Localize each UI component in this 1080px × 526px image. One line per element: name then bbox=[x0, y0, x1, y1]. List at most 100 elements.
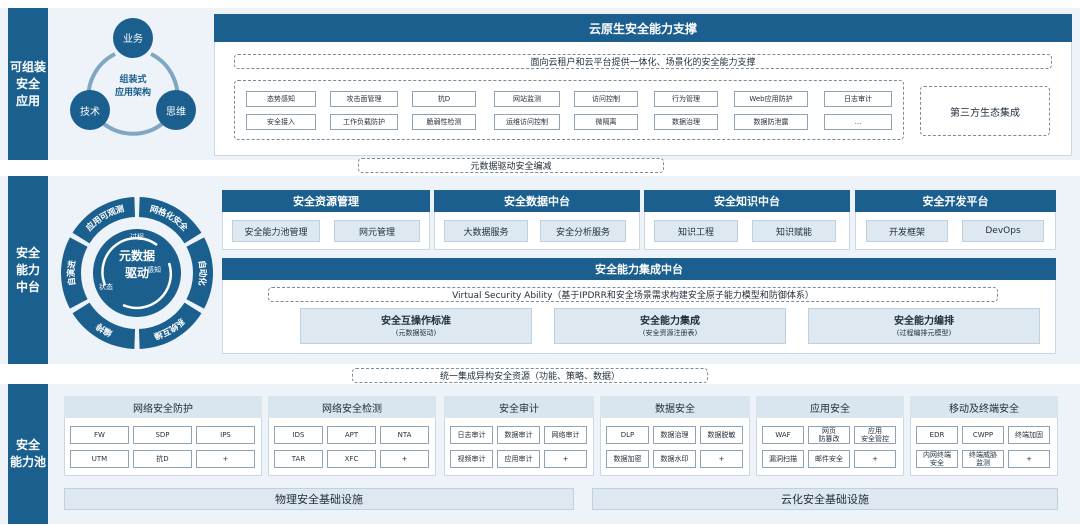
module-title: 数据安全 bbox=[600, 396, 750, 418]
module-title: 安全审计 bbox=[444, 396, 594, 418]
capability-chip: 微隔离 bbox=[574, 114, 638, 130]
platform-title: 安全开发平台 bbox=[855, 190, 1056, 212]
infra-cloud: 云化安全基础设施 bbox=[592, 488, 1058, 510]
module-item: 终端加固 bbox=[1008, 426, 1050, 444]
integration-box bbox=[808, 308, 1040, 344]
assembly-cycle bbox=[70, 18, 196, 136]
module-item: + bbox=[380, 450, 429, 468]
module-item: 数据水印 bbox=[653, 450, 696, 468]
ring-segment-label: 自演进 bbox=[65, 259, 77, 286]
cycle-node-thinking bbox=[156, 90, 196, 130]
module-item: 抗D bbox=[133, 450, 192, 468]
module-item: 日志审计 bbox=[450, 426, 493, 444]
ring-segment bbox=[60, 237, 88, 309]
integration-title: 安全能力集成中台 bbox=[222, 258, 1056, 280]
ring-center-label: 元数据 驱动 bbox=[118, 249, 155, 280]
module-item: 终端威胁 监测 bbox=[962, 450, 1004, 468]
module-item: 应用审计 bbox=[497, 450, 540, 468]
integration-box-sub: (元数据驱动) bbox=[395, 329, 437, 337]
module-item: 邮件安全 bbox=[808, 450, 850, 468]
capability-chip: 攻击面管理 bbox=[330, 91, 398, 107]
capability-chip: 数据治理 bbox=[654, 114, 718, 130]
module-item: 网络审计 bbox=[544, 426, 587, 444]
integration-box-title: 安全互操作标准 bbox=[381, 316, 451, 327]
module-item: IPS bbox=[196, 426, 255, 444]
module-item: + bbox=[196, 450, 255, 468]
cycle-node-technology bbox=[70, 90, 110, 130]
ring-segment bbox=[72, 302, 136, 349]
module-item: NTA bbox=[380, 426, 429, 444]
cycle-center-label: 组装式 应用架构 bbox=[114, 75, 151, 98]
ring-word-state: 状态 bbox=[99, 283, 113, 291]
integration-box-sub: (过程编排元模型) bbox=[896, 329, 952, 337]
integration-subtitle: Virtual Security Ability（基于IPDRR和安全场景需求构… bbox=[268, 287, 998, 302]
platform-item: 安全能力池管理 bbox=[232, 220, 320, 242]
capability-chip: 日志审计 bbox=[824, 91, 892, 107]
module-item: IDS bbox=[274, 426, 323, 444]
module-item: UTM bbox=[70, 450, 129, 468]
connector-unify: 统一集成异构安全资源（功能、策略、数据） bbox=[352, 368, 708, 383]
module-item: 视频审计 bbox=[450, 450, 493, 468]
platform-item: 知识赋能 bbox=[752, 220, 836, 242]
module-item: EDR bbox=[916, 426, 958, 444]
ring-segment-label: 自动化 bbox=[196, 260, 208, 287]
ring-segment bbox=[72, 197, 136, 244]
integration-box-sub: (安全资源注册表) bbox=[642, 329, 698, 337]
module-title: 网络安全检测 bbox=[268, 396, 436, 418]
platform-title: 安全资源管理 bbox=[222, 190, 430, 212]
module-item: 数据脱敏 bbox=[700, 426, 743, 444]
ring-segment bbox=[138, 197, 202, 244]
capability-chip: 抗D bbox=[412, 91, 476, 107]
module-item: DLP bbox=[606, 426, 649, 444]
module-title: 应用安全 bbox=[756, 396, 904, 418]
capability-chip: 网站监测 bbox=[494, 91, 560, 107]
ring-core bbox=[93, 229, 181, 317]
module-item: 应用 安全管控 bbox=[854, 426, 896, 444]
ring-arrow bbox=[101, 236, 158, 286]
module-item: + bbox=[1008, 450, 1050, 468]
capability-group bbox=[234, 80, 904, 140]
module-item: + bbox=[854, 450, 896, 468]
platform-item: 安全分析服务 bbox=[540, 220, 626, 242]
row-label-platform: 安全 能力 中台 bbox=[8, 176, 48, 364]
module-item: + bbox=[700, 450, 743, 468]
capability-chip: 脆弱性检测 bbox=[412, 114, 476, 130]
module-item: TAR bbox=[274, 450, 323, 468]
ring-segment bbox=[186, 237, 214, 309]
third-party-integration: 第三方生态集成 bbox=[920, 86, 1050, 136]
platform-item: 知识工程 bbox=[654, 220, 738, 242]
module-item: 数据治理 bbox=[653, 426, 696, 444]
platform-item: 开发框架 bbox=[866, 220, 948, 242]
capability-chip: ... bbox=[824, 114, 892, 130]
module-item: + bbox=[544, 450, 587, 468]
capability-chip: 安全接入 bbox=[246, 114, 316, 130]
capability-chip: 行为管理 bbox=[654, 91, 718, 107]
ring-word-process: 过程 bbox=[130, 233, 144, 241]
connector-metadata: 元数据驱动安全编减 bbox=[358, 158, 664, 173]
capability-chip: 态势感知 bbox=[246, 91, 316, 107]
infra-physical: 物理安全基础设施 bbox=[64, 488, 574, 510]
capability-chip: 访问控制 bbox=[574, 91, 638, 107]
capability-chip: 工作负载防护 bbox=[330, 114, 398, 130]
platform-item: 网元管理 bbox=[334, 220, 420, 242]
ring-segment bbox=[138, 302, 202, 349]
module-title: 移动及终端安全 bbox=[910, 396, 1058, 418]
row-label-pool: 安全 能力池 bbox=[8, 384, 48, 524]
platform-title: 安全数据中台 bbox=[434, 190, 640, 212]
module-item: WAF bbox=[762, 426, 804, 444]
cycle-node-business bbox=[113, 18, 153, 58]
module-item: 漏洞扫描 bbox=[762, 450, 804, 468]
module-item: SDP bbox=[133, 426, 192, 444]
capability-chip: 运维访问控制 bbox=[494, 114, 560, 130]
integration-box-title: 安全能力编排 bbox=[894, 316, 954, 327]
cloud-native-subtitle: 面向云租户和云平台提供一体化、场景化的安全能力支撑 bbox=[234, 54, 1052, 69]
cloud-native-title: 云原生安全能力支撑 bbox=[214, 14, 1072, 42]
module-title: 网络安全防护 bbox=[64, 396, 262, 418]
platform-item: DevOps bbox=[962, 220, 1044, 242]
module-item: 网页 防篡改 bbox=[808, 426, 850, 444]
module-item: 内网终端 安全 bbox=[916, 450, 958, 468]
module-item: 数据审计 bbox=[497, 426, 540, 444]
module-item: XFC bbox=[327, 450, 376, 468]
ring-word-sense: 感知 bbox=[147, 266, 161, 274]
